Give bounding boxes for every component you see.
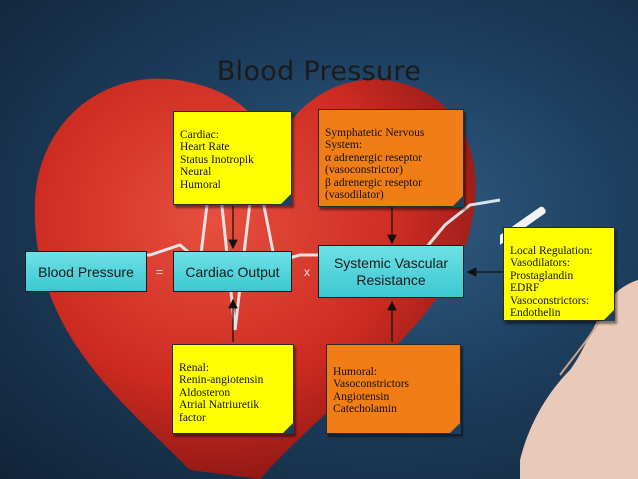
- cardiac-note: Cardiac: Heart Rate Status Inotropik Neu…: [173, 111, 292, 205]
- note-fold: [280, 193, 292, 205]
- note-fold: [449, 422, 461, 434]
- page-title: Blood Pressure: [216, 56, 422, 87]
- renal-note-text: Renal: Renin-angiotensin Aldosteron Atri…: [179, 361, 264, 424]
- sympathetic-note: Symphatetic Nervous System: α adrenergic…: [318, 109, 464, 207]
- local-regulation-note: Local Regulation: Vasodilators: Prostagl…: [503, 227, 615, 321]
- blood-pressure-label: Blood Pressure: [38, 263, 134, 280]
- multiply-sign: x: [304, 265, 310, 279]
- note-fold: [282, 422, 294, 434]
- equals-sign: =: [156, 265, 164, 279]
- local-regulation-note-text: Local Regulation: Vasodilators: Prostagl…: [510, 244, 593, 320]
- blood-pressure-box: Blood Pressure: [25, 251, 147, 292]
- svr-box: Systemic Vascular Resistance: [318, 245, 464, 298]
- cardiac-output-label: Cardiac Output: [185, 263, 280, 280]
- svr-label: Systemic Vascular Resistance: [333, 254, 449, 288]
- sympathetic-note-text: Symphatetic Nervous System: α adrenergic…: [325, 126, 425, 202]
- note-fold: [603, 309, 615, 321]
- humoral-note-text: Humoral: Vasoconstrictors Angiotensin Ca…: [333, 365, 410, 416]
- renal-note: Renal: Renin-angiotensin Aldosteron Atri…: [172, 344, 294, 434]
- cardiac-output-box: Cardiac Output: [173, 251, 292, 292]
- cardiac-note-text: Cardiac: Heart Rate Status Inotropik Neu…: [180, 128, 254, 191]
- humoral-note: Humoral: Vasoconstrictors Angiotensin Ca…: [326, 344, 461, 434]
- note-fold: [452, 195, 464, 207]
